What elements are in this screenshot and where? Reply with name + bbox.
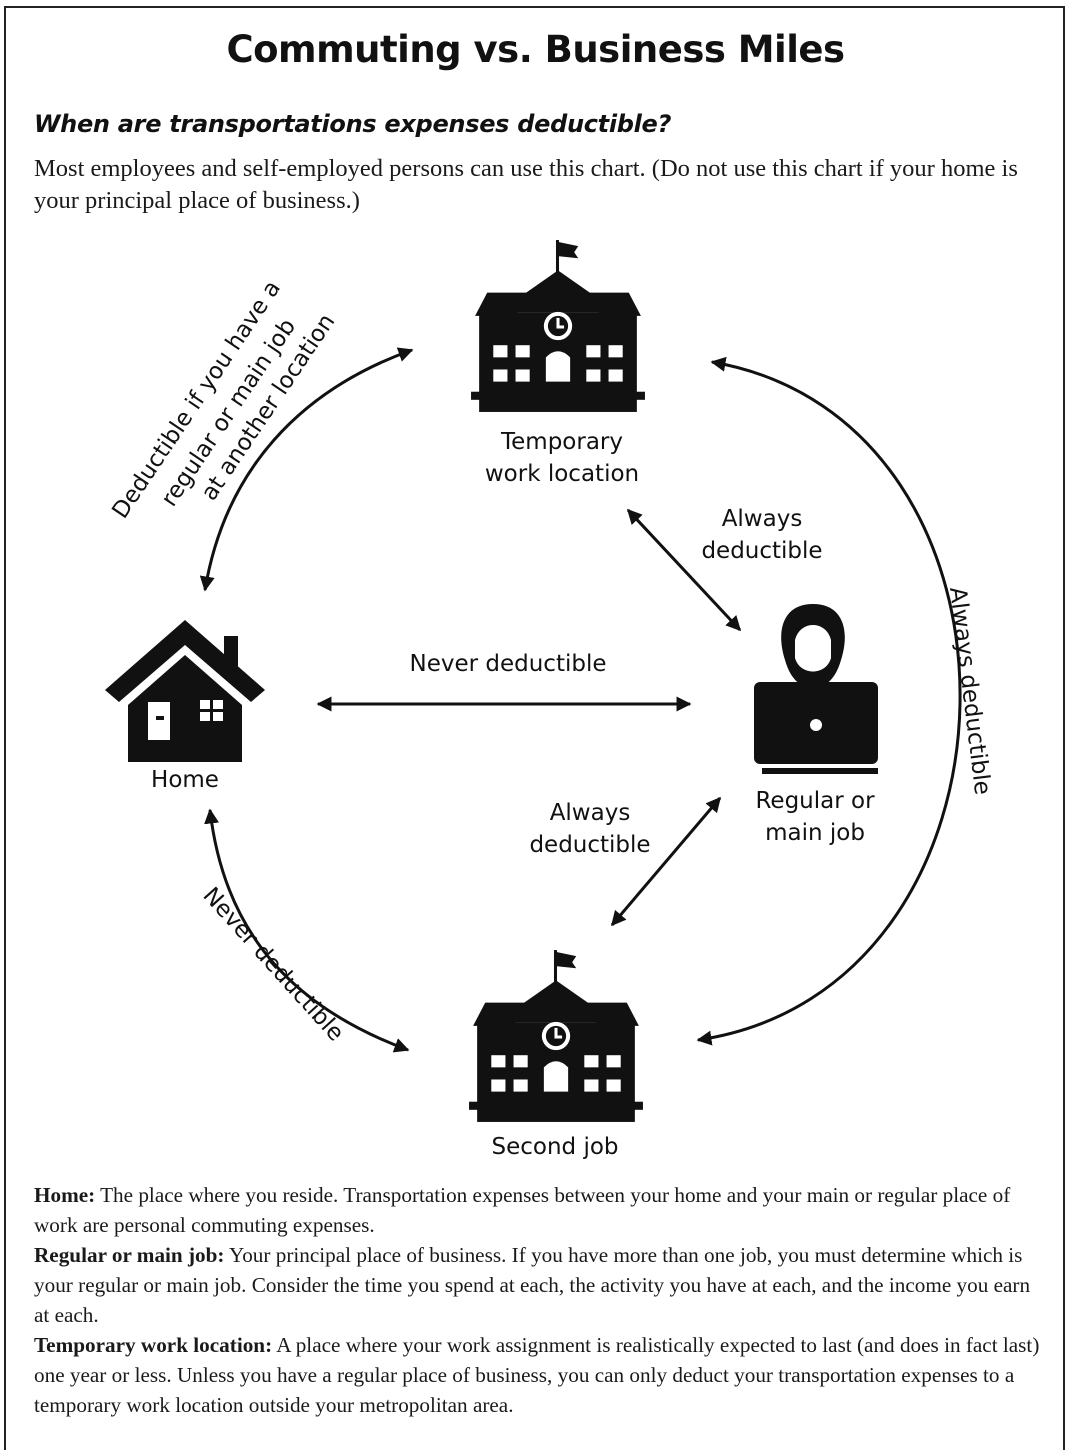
node-label-temporary-line1: Temporary [500, 429, 623, 455]
node-label-home: Home [151, 767, 219, 793]
edge-label-main-second-line2: deductible [529, 832, 650, 858]
definition-text: A place where your work assignment is re… [34, 1333, 1040, 1417]
node-label-main-job-line1: Regular or [755, 788, 875, 814]
edge-label-main-second-line1: Always [550, 800, 631, 826]
definition-text: The place where you reside. Transportati… [34, 1183, 1011, 1237]
arrow-home-temporary [199, 347, 414, 592]
arrow-home-second-job [204, 808, 410, 1053]
main-job-node: Regular or main job [754, 604, 878, 846]
definition-term: Home: [34, 1183, 96, 1207]
node-label-temporary-line2: work location [485, 461, 639, 487]
definition-term: Regular or main job: [34, 1243, 225, 1267]
school-building-icon [467, 950, 645, 1122]
section-heading: When are transportations expenses deduct… [34, 110, 672, 138]
house-icon [105, 620, 265, 762]
school-building-icon [469, 240, 647, 412]
definition-main-job: Regular or main job: Your principal plac… [34, 1240, 1044, 1330]
temporary-location-node: Temporary work location [469, 240, 647, 487]
node-label-second-job: Second job [491, 1134, 618, 1160]
edge-label-temporary-second-group: Always deductible [944, 586, 995, 797]
arrow-temporary-second-job [696, 356, 962, 1046]
definition-term: Temporary work location: [34, 1333, 273, 1357]
definition-text: Your principal place of business. If you… [34, 1243, 1031, 1327]
definition-home: Home: The place where you reside. Transp… [34, 1180, 1044, 1240]
page-frame [4, 6, 1065, 1450]
edge-label-home-second-group: Never deductible [198, 883, 349, 1047]
page-title: Commuting vs. Business Miles [226, 28, 845, 71]
intro-text: Most employees and self-employed persons… [34, 155, 1018, 214]
edge-label-home-main: Never deductible [409, 651, 606, 677]
edge-label-temporary-main-line2: deductible [701, 538, 822, 564]
person-laptop-icon [754, 604, 878, 774]
home-node: Home [105, 620, 265, 793]
definitions-section: Home: The place where you reside. Transp… [34, 1180, 1044, 1420]
second-job-node: Second job [467, 950, 645, 1160]
edge-label-temporary-main-line1: Always [722, 506, 803, 532]
definition-temporary: Temporary work location: A place where y… [34, 1330, 1044, 1420]
edge-label-temporary-second: Always deductible [944, 586, 995, 797]
node-label-main-job-line2: main job [765, 820, 865, 846]
edge-label-home-second: Never deductible [198, 883, 349, 1047]
